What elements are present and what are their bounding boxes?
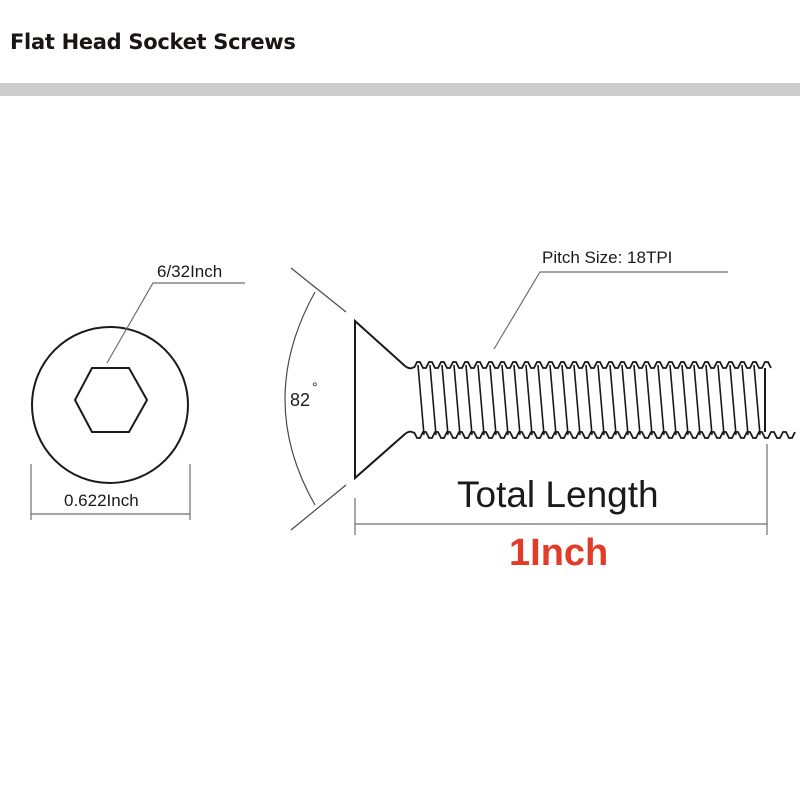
screw-head-outline: [354, 318, 406, 481]
angle-arc: [284, 291, 316, 506]
pitch-leader-line: [493, 271, 728, 350]
degree-symbol: °: [312, 379, 318, 395]
angle-ext-top: [290, 267, 347, 313]
head-neck-top: [404, 365, 415, 370]
total-length-value: 1Inch: [509, 532, 608, 574]
head-outline-circle: [31, 326, 189, 484]
top-view: 6/32Inch 0.622Inch: [30, 262, 245, 520]
title-divider-bar: [0, 83, 800, 96]
hex-socket-icon: [73, 367, 149, 433]
thread-helix-lines: [417, 364, 761, 436]
hex-socket-label: 6/32Inch: [157, 262, 222, 281]
thread-top-profile: [413, 361, 772, 369]
page-title: Flat Head Socket Screws: [10, 30, 296, 54]
pitch-label: Pitch Size: 18TPI: [542, 248, 672, 267]
hex-socket-leader-line: [106, 282, 245, 364]
head-neck-bottom: [404, 430, 415, 435]
head-angle-label: 82: [290, 390, 310, 410]
side-view: 82 °: [284, 248, 796, 574]
angle-ext-bottom: [290, 484, 347, 531]
head-diameter-label: 0.622Inch: [64, 491, 139, 510]
total-length-label: Total Length: [457, 474, 659, 515]
